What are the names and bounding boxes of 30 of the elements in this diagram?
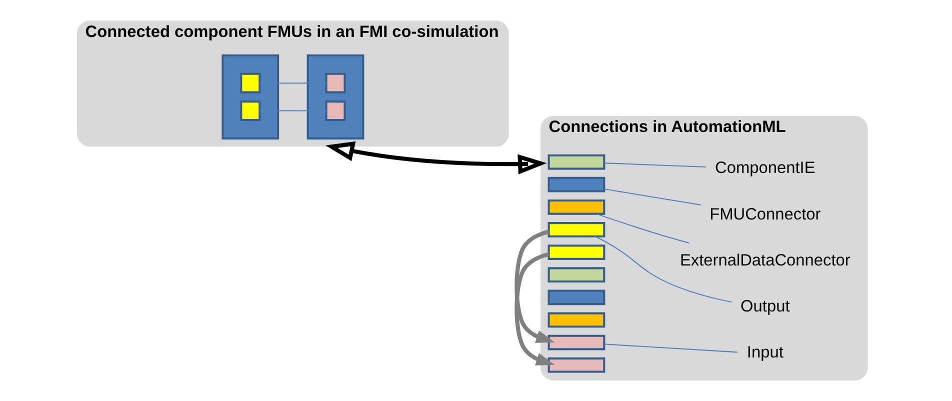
cluster bbox=[221, 54, 279, 140]
connector bbox=[594, 236, 732, 303]
node-text: ComponentIE bbox=[714, 159, 815, 178]
connector bbox=[604, 344, 737, 353]
node-bar bbox=[547, 244, 605, 260]
arrow bbox=[514, 230, 554, 343]
cluster: Connected component FMUs in an FMI co-simulation bbox=[76, 20, 508, 147]
connector bbox=[604, 188, 700, 206]
node-text: ExternalDataConnector bbox=[679, 251, 850, 270]
node-text: FMUConnector bbox=[709, 205, 820, 224]
node-bar bbox=[547, 334, 605, 350]
node-bar bbox=[547, 176, 605, 192]
node-text: Output bbox=[740, 298, 790, 316]
connector bbox=[596, 213, 689, 244]
connector bbox=[604, 162, 706, 168]
node-bar bbox=[547, 199, 605, 215]
node-bar bbox=[547, 290, 605, 306]
node-box bbox=[324, 100, 346, 122]
arrow bbox=[324, 141, 546, 174]
node-box bbox=[324, 72, 346, 94]
node-bar bbox=[547, 312, 605, 328]
node-text: Input bbox=[746, 344, 783, 362]
cluster bbox=[306, 54, 364, 140]
node-bar bbox=[547, 222, 605, 238]
node-box bbox=[240, 100, 260, 122]
node-bar bbox=[547, 357, 605, 373]
node-bar bbox=[547, 267, 605, 283]
node-bar bbox=[547, 154, 605, 170]
node-box bbox=[240, 72, 260, 94]
arrow bbox=[514, 252, 554, 366]
